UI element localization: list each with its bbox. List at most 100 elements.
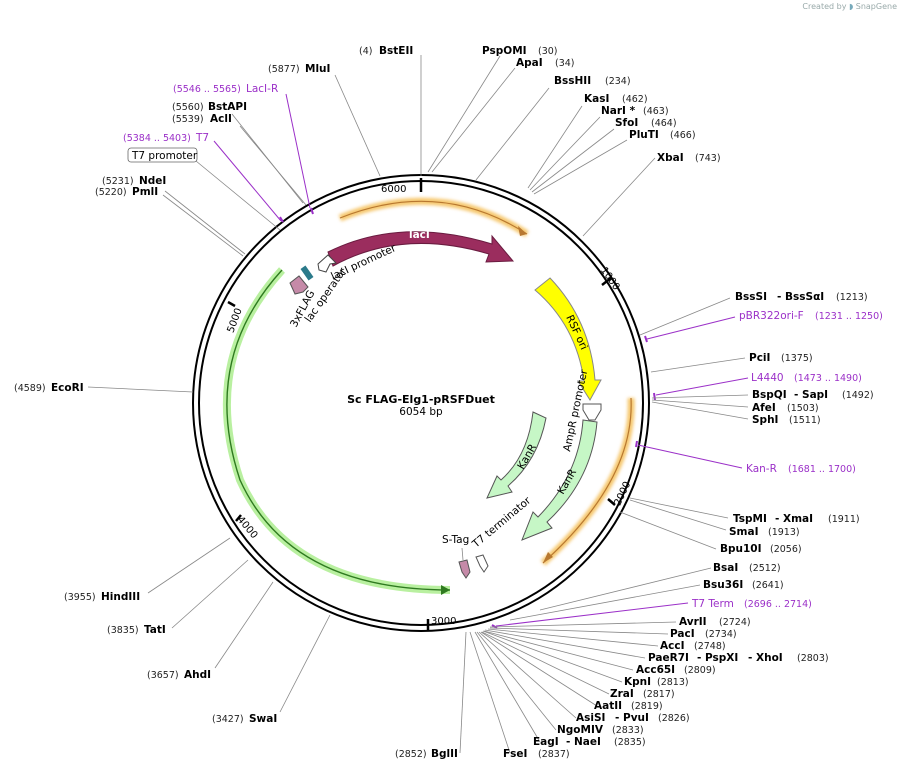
primer-range-l4440: (1473 .. 1490) (794, 373, 862, 384)
enzyme-pos-eagi: (2835) (614, 737, 646, 748)
tick-marks (227, 178, 616, 631)
enzyme-pos-bstapi: (5560) (172, 102, 204, 113)
enzyme-pos-ahdi: (3657) (147, 670, 179, 681)
enzyme-pos-bsai: (2512) (749, 563, 781, 574)
credit-brand: SnapGene (855, 2, 897, 11)
enzyme-pvui: - PvuI (615, 712, 649, 724)
primer-kan-r: Kan-R (746, 463, 777, 475)
primer-l4440: L4440 (751, 372, 784, 384)
enzyme-asisi: AsiSI (576, 712, 605, 724)
snapgene-logo-icon: ◗ (848, 2, 854, 11)
s-tag-feature (458, 559, 471, 579)
primer-pbr322ori-f: pBR322ori-F (739, 310, 804, 322)
enzyme-pos-kasi: (462) (622, 94, 648, 105)
s-tag-label: S-Tag (442, 534, 469, 546)
enzyme-pos-avrii: (2724) (719, 617, 751, 628)
rsf-ori-feature (534, 277, 602, 401)
primer-range-kan-r: (1681 .. 1700) (788, 464, 856, 475)
enzyme-tati: TatI (144, 624, 166, 636)
enzyme-pos-paer7i: (2803) (797, 653, 829, 664)
enzyme-pos-acli: (5539) (172, 114, 204, 125)
enzyme-pos-bsteii: (4) (359, 46, 372, 57)
orange-arc-top (338, 197, 529, 237)
enzyme-xmai: - XmaI (775, 513, 813, 525)
enzyme-pos-swai: (3427) (212, 714, 244, 725)
enzyme-fsei: FseI (503, 748, 527, 760)
enzyme-pos-tati: (3835) (107, 625, 139, 636)
enzyme-pspxi: - PspXI (697, 652, 738, 664)
enzyme-pos-bglii: (2852) (395, 749, 427, 760)
enzyme-zrai: ZraI (610, 688, 634, 700)
enzyme-ecori: EcoRI (51, 382, 84, 394)
enzyme-pluti: PluTI (629, 129, 659, 141)
enzyme-pos-bspqi: (1492) (842, 390, 874, 401)
enzyme-hindiii: HindIII (101, 591, 140, 603)
enzyme-ndei: NdeI (139, 175, 166, 187)
snapgene-credit: Created by ◗ SnapGene (802, 2, 897, 11)
enzyme-pos-bsssi: (1213) (836, 292, 868, 303)
enzyme-pos-sfoi: (464) (651, 118, 677, 129)
enzyme-pos-pcii: (1375) (781, 353, 813, 364)
flag-feature (289, 275, 309, 295)
tick-1000: 1000 (598, 265, 622, 292)
enzyme-paer7i: PaeR7I (648, 652, 689, 664)
enzyme-bglii: BglII (431, 748, 458, 760)
enzyme-pos-pspomi: (30) (538, 46, 558, 57)
enzyme-kpni: KpnI (624, 676, 651, 688)
primer-t7-term: T7 Term (691, 598, 734, 610)
rsf-ori-label: RSF ori (563, 313, 590, 352)
enzyme-labels: (4) BstEII PspOMI (30) ApaI (34) BssHII … (14, 45, 874, 760)
lacI-label: lacI (409, 229, 430, 241)
enzyme-acci: AccI (660, 640, 684, 652)
enzyme-pos-ngomiv: (2833) (612, 725, 644, 736)
enzyme-nari: NarI * (601, 105, 636, 117)
primer-range-t7: (5384 .. 5403) (123, 133, 191, 144)
enzyme-pos-ndei: (5231) (102, 176, 134, 187)
enzyme-pos-nari: (463) (643, 106, 669, 117)
primer-range-t7-term: (2696 .. 2714) (744, 599, 812, 610)
enzyme-pos-hindiii: (3955) (64, 592, 96, 603)
lacI-feature (327, 231, 515, 267)
enzyme-pos-xbai: (743) (695, 153, 721, 164)
enzyme-pos-pmli: (5220) (95, 187, 127, 198)
enzyme-sapi: - SapI (794, 389, 828, 401)
enzyme-afei: AfeI (752, 402, 776, 414)
enzyme-pcii: PciI (749, 352, 770, 364)
enzyme-aatii: AatII (594, 700, 622, 712)
tick-3000: 3000 (431, 616, 456, 627)
enzyme-sfoi: SfoI (615, 117, 638, 129)
green-arc-left (222, 267, 451, 594)
kanr-feature-a (486, 411, 547, 499)
enzyme-pos-afei: (1503) (787, 403, 819, 414)
enzyme-xbai: XbaI (657, 152, 684, 164)
enzyme-bsssai: - BssSαI (777, 291, 824, 303)
enzyme-acc65i: Acc65I (636, 664, 675, 676)
enzyme-pos-asisi: (2826) (658, 713, 690, 724)
enzyme-pos-fsei: (2837) (538, 749, 570, 760)
ampr-promoter-feature (582, 403, 602, 421)
enzyme-bsssi: BssSI (735, 291, 767, 303)
enzyme-apai: ApaI (516, 57, 543, 69)
enzyme-mlui: MluI (305, 63, 330, 75)
lac-operator-feature (300, 265, 314, 281)
primer-t7: T7 (195, 132, 209, 144)
enzyme-swai: SwaI (249, 713, 277, 725)
kanr-label-a: KanR (515, 442, 539, 471)
kanr-feature-b (521, 419, 598, 541)
enzyme-pos-acci: (2748) (694, 641, 726, 652)
plasmid-size: 6054 bp (399, 406, 443, 418)
primer-labels: (5546 .. 5565) LacI-R (5384 .. 5403) T7 … (123, 83, 883, 610)
enzyme-sphi: SphI (752, 414, 778, 426)
enzyme-ngomiv: NgoMIV (557, 724, 604, 736)
credit-prefix: Created by (802, 2, 847, 11)
enzyme-tspmi: TspMI (733, 513, 767, 525)
enzyme-pos-tspmi: (1911) (828, 514, 860, 525)
enzyme-pos-smai: (1913) (768, 527, 800, 538)
enzyme-pos-sphi: (1511) (789, 415, 821, 426)
t7-promoter-box (127, 147, 198, 163)
enzyme-bsshii: BssHII (554, 75, 591, 87)
enzyme-pos-bsu36i: (2641) (752, 580, 784, 591)
enzyme-xhoi: - XhoI (748, 652, 783, 664)
enzyme-pos-acc65i: (2809) (684, 665, 716, 676)
